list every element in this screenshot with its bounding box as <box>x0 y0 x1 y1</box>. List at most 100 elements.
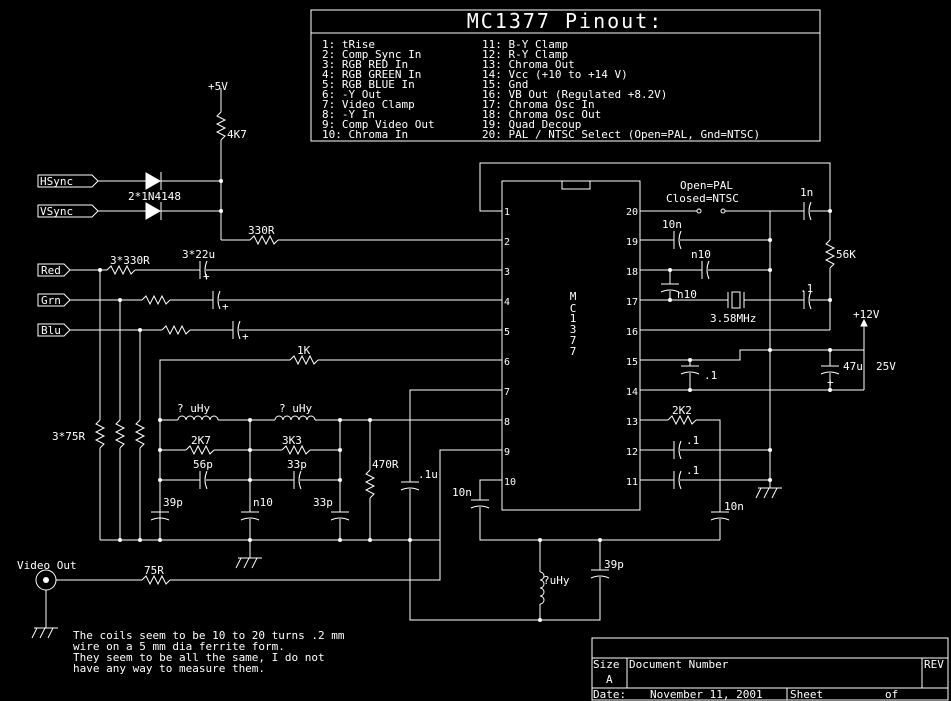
pinout-right-line: 19: Quad Decoup <box>482 118 581 131</box>
label-c01-a: .1 <box>800 282 813 295</box>
label-c56p: 56p <box>193 458 213 471</box>
pinout-left-line: 3: RGB RED In <box>322 58 408 71</box>
rev-label: REV <box>924 658 944 671</box>
label-plus-red: + <box>203 270 210 283</box>
note-line: They seem to be all the same, I do not <box>73 651 325 664</box>
component-labels: +5V 4K7 HSync VSync 2*1N4148 330R Red Gr… <box>17 80 896 587</box>
pinout-left-line: 2: Comp Sync In <box>322 48 421 61</box>
label-cn10-b: n10 <box>691 248 711 261</box>
pinout-right-line: 14: Vcc (+10 to +14 V) <box>482 68 628 81</box>
pinout-left-line: 9: Comp Video Out <box>322 118 435 131</box>
label-r75: 75R <box>144 564 164 577</box>
note-line: The coils seem to be 10 to 20 turns .2 m… <box>73 629 345 642</box>
pinout-left-line: 1: tRise <box>322 38 375 51</box>
label-c01-d: .1 <box>686 464 699 477</box>
label-c39p-b: 39p <box>604 558 624 571</box>
pinout-left-line: 8: -Y In <box>322 108 375 121</box>
label-xtal: 3.58MHz <box>710 312 756 325</box>
label-c33p-a: 33p <box>287 458 307 471</box>
label-c39p-a: 39p <box>163 496 183 509</box>
chip-pin-number: 16 <box>626 327 638 338</box>
chip-pin-number: 11 <box>626 477 638 488</box>
chip-pin-number: 4 <box>504 297 510 308</box>
size-value: A <box>606 673 613 686</box>
title-block: Size A Document Number REV Date: Novembe… <box>591 637 949 701</box>
label-r1k: 1K <box>297 344 311 357</box>
label-vsync: VSync <box>40 205 73 218</box>
label-plus12v: +12V <box>853 308 880 321</box>
label-c01-c: .1 <box>686 434 699 447</box>
pinout-right-line: 16: VB Out (Regulated +8.2V) <box>482 88 667 101</box>
chip-label-char: 1 <box>570 312 577 325</box>
of-label: of <box>885 688 898 701</box>
label-r3x330: 3*330R <box>110 254 150 267</box>
chip-pin-number: 19 <box>626 237 638 248</box>
signal-connectors <box>37 174 99 337</box>
label-r330: 330R <box>248 224 275 237</box>
date-value: November 11, 2001 <box>650 688 763 701</box>
label-c01u: .1u <box>418 468 438 481</box>
label-blu: Blu <box>41 324 61 337</box>
wires <box>31 88 868 639</box>
label-c33p-b: 33p <box>313 496 333 509</box>
chip-label-char: 7 <box>570 334 577 347</box>
pinout-right-line: 15: Gnd <box>482 78 528 91</box>
pinout-right-line: 18: Chroma Osc Out <box>482 108 601 121</box>
label-r470: 470R <box>372 458 399 471</box>
chip-label: MC1377 <box>570 290 577 358</box>
label-cn10-a: n10 <box>253 496 273 509</box>
chip-pin-number: 10 <box>504 477 516 488</box>
label-c10n-c: 10n <box>724 500 744 513</box>
label-r2k2: 2K2 <box>672 404 692 417</box>
chip-pin-number: 17 <box>626 297 638 308</box>
label-plus-47u: + <box>827 376 834 389</box>
label-coil1: ? uHy <box>177 402 210 415</box>
chip-pin-number: 6 <box>504 357 510 368</box>
label-c47u: 47u <box>843 360 863 373</box>
chip-pin-number: 14 <box>626 387 638 398</box>
coil-note: The coils seem to be 10 to 20 turns .2 m… <box>73 629 345 675</box>
chip-pin-number: 18 <box>626 267 638 278</box>
pinout-right-line: 13: Chroma Out <box>482 58 575 71</box>
label-coil2: ? uHy <box>279 402 312 415</box>
pinout-left-line: 10: Chroma In <box>322 128 408 141</box>
pinout-left-line: 4: RGB GREEN In <box>322 68 421 81</box>
pinout-right-line: 17: Chroma Osc In <box>482 98 595 111</box>
label-v25: 25V <box>876 360 896 373</box>
junction-dots <box>98 179 832 622</box>
note-line: wire on a 5 mm dia ferrite form. <box>73 640 285 653</box>
note-line: have any way to measure them. <box>73 662 265 675</box>
chip-pin-number: 7 <box>504 387 510 398</box>
label-c10n-a: 10n <box>452 486 472 499</box>
chip-pin-number: 20 <box>626 207 638 218</box>
label-cn10-c: n10 <box>677 288 697 301</box>
chip-pin-number: 3 <box>504 267 510 278</box>
chip-label-char: C <box>570 302 577 315</box>
chip-label-char: 3 <box>570 323 577 336</box>
chip-pin-number: 9 <box>504 447 510 458</box>
size-label: Size <box>593 658 620 671</box>
pinout-right-line: 11: B-Y Clamp <box>482 38 568 51</box>
chip-label-char: M <box>570 290 577 303</box>
label-open-pal: Open=PAL <box>680 179 733 192</box>
label-video-out: Video Out <box>17 559 77 572</box>
label-r3x75: 3*75R <box>52 430 85 443</box>
chip-pin-number: 12 <box>626 447 638 458</box>
label-plus5v: +5V <box>208 80 228 93</box>
date-label: Date: <box>593 688 626 701</box>
chip-pin-number: 2 <box>504 237 510 248</box>
label-r3k3: 3K3 <box>282 434 302 447</box>
label-hsync: HSync <box>40 175 73 188</box>
sheet-label: Sheet <box>790 688 823 701</box>
chip-pin-number: 13 <box>626 417 638 428</box>
label-plus-blu: + <box>242 330 249 343</box>
pinout-left-line: 7: Video Clamp <box>322 98 415 111</box>
chip-pin-number: 8 <box>504 417 510 428</box>
pinout-right-line: 20: PAL / NTSC Select (Open=PAL, Gnd=NTS… <box>482 128 760 141</box>
label-r2k7: 2K7 <box>191 434 211 447</box>
